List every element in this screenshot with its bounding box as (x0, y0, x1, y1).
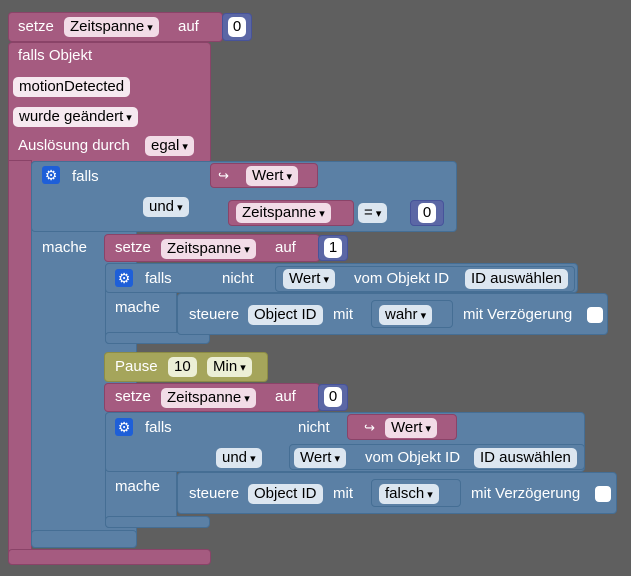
gear-icon-inner-2[interactable]: ⚙ (115, 418, 133, 436)
und-dropdown-2[interactable]: und (216, 448, 262, 468)
vom-objekt-label-2: vom Objekt ID (365, 449, 461, 466)
ausloesung-dropdown[interactable]: egal (145, 136, 194, 156)
return-arrow-icon: ↪ (218, 168, 229, 183)
delay-checkbox-1[interactable] (587, 307, 603, 323)
mit-label-2: mit (333, 485, 353, 502)
setze-label-1: setze (115, 239, 151, 256)
compare-variable-dropdown[interactable]: Zeitspanne (236, 203, 331, 223)
object-name-field[interactable]: motionDetected (13, 77, 131, 97)
id-select-field-2[interactable]: ID auswählen (474, 448, 577, 468)
inner-if-footer-2 (105, 516, 210, 528)
auf-label-2: auf (275, 388, 296, 405)
wert-dropdown-outer[interactable]: Wert (246, 166, 298, 186)
object-id-field-2[interactable]: Object ID (248, 484, 323, 504)
bool-dropdown-1[interactable]: wahr (379, 305, 433, 325)
mit-label-1: mit (333, 306, 353, 323)
variable-dropdown-2[interactable]: Zeitspanne (161, 388, 256, 408)
setze-label-2: setze (115, 388, 151, 405)
return-arrow-icon: ↪ (364, 420, 375, 435)
outer-if-footer (31, 530, 137, 548)
trigger-value-field[interactable]: ↪ (218, 166, 233, 186)
inner-if-footer-1 (105, 332, 210, 344)
number-field-1[interactable]: 1 (324, 238, 342, 258)
auf-label: auf (178, 18, 199, 35)
wert-dropdown-1[interactable]: Wert (283, 269, 335, 289)
compare-number-field[interactable]: 0 (418, 203, 436, 223)
wert-label-2[interactable]: Wert (385, 418, 437, 438)
mache-label: mache (42, 239, 88, 256)
steuere-label-2: steuere (189, 485, 240, 502)
setze-label: setze (18, 18, 54, 35)
mache-label-2: mache (115, 478, 161, 495)
trigger-block-spine (8, 160, 32, 555)
delay-label-1: mit Verzögerung (463, 306, 573, 323)
delay-label-2: mit Verzögerung (471, 485, 581, 502)
variable-dropdown-1[interactable]: Zeitspanne (161, 239, 256, 259)
gear-icon[interactable]: ⚙ (42, 166, 60, 184)
falls-label-1: falls (145, 270, 172, 287)
variable-dropdown-top[interactable]: Zeitspanne (64, 17, 159, 37)
pause-unit-dropdown[interactable]: Min (207, 357, 252, 377)
object-id-field-1[interactable]: Object ID (248, 305, 323, 325)
vom-objekt-label-1: vom Objekt ID (354, 270, 450, 287)
nicht-label-2: nicht (298, 419, 330, 436)
ausloesung-label: Auslösung durch (18, 137, 130, 154)
bool-dropdown-2[interactable]: falsch (379, 484, 439, 504)
falls-label: falls (72, 168, 99, 185)
mache-label-1: mache (115, 299, 161, 316)
wert-dropdown-2[interactable]: Wert (294, 448, 346, 468)
trigger-block-footer (8, 549, 211, 565)
gear-icon-inner-1[interactable]: ⚙ (115, 269, 133, 287)
id-select-field-1[interactable]: ID auswählen (465, 269, 568, 289)
falls-objekt-label: falls Objekt (18, 47, 93, 64)
number-field-2[interactable]: 0 (324, 387, 342, 407)
und-dropdown-outer[interactable]: und (143, 197, 189, 217)
number-field-top[interactable]: 0 (228, 17, 246, 37)
auf-label-1: auf (275, 239, 296, 256)
pause-amount-field[interactable]: 10 (168, 357, 197, 377)
pause-label: Pause (115, 358, 158, 375)
nicht-label-1: nicht (222, 270, 254, 287)
condition-dropdown[interactable]: wurde geändert (13, 107, 138, 127)
steuere-label-1: steuere (189, 306, 240, 323)
falls-label-2: falls (145, 419, 172, 436)
operator-dropdown[interactable]: = (358, 203, 388, 223)
delay-checkbox-2[interactable] (595, 486, 611, 502)
